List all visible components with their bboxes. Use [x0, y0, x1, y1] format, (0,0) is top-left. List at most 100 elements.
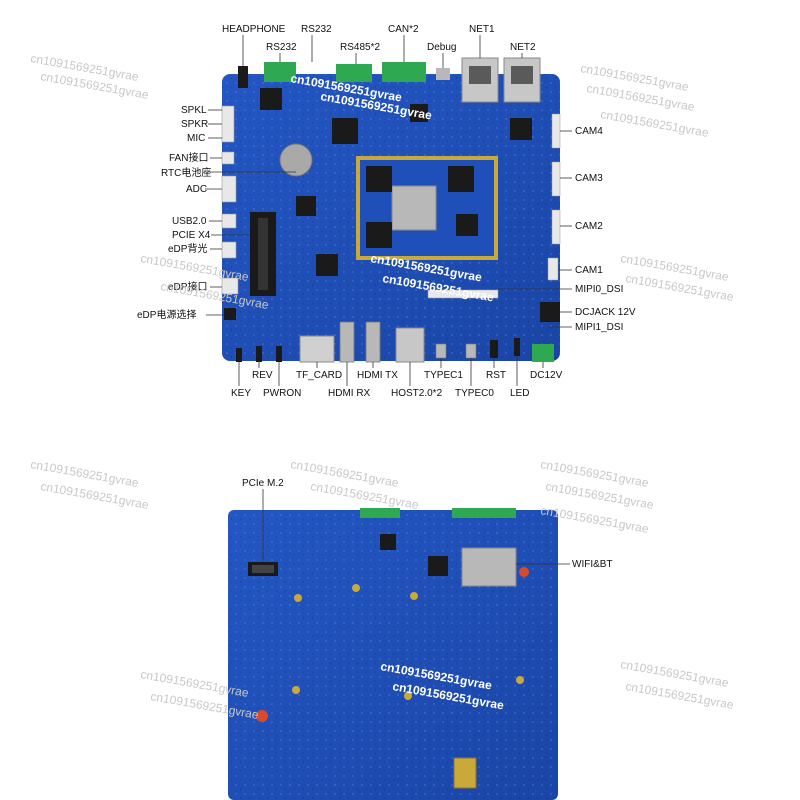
mount-hole-2 [352, 584, 360, 592]
label-mipi1-dsi: MIPI1_DSI [575, 322, 623, 333]
cam2-connector [551, 209, 561, 245]
cam3-connector [551, 161, 561, 197]
mipi0-dsi-connector [427, 289, 499, 299]
mount-hole-5 [404, 692, 412, 700]
headphone-jack [238, 66, 248, 88]
label-net1: NET1 [469, 24, 495, 35]
tf-card-slot [299, 335, 335, 363]
hdmi-rx-port [339, 321, 355, 363]
chip-e [410, 104, 428, 122]
bottom-chip-1 [428, 556, 448, 576]
can-terminal [382, 62, 426, 82]
usb20-header [221, 213, 237, 229]
label-edp-port: eDP接口 [168, 280, 207, 293]
label-cam1: CAM1 [575, 265, 603, 276]
ram-chip-2 [366, 222, 392, 248]
label-wifi-bt: WIFI&BT [572, 559, 613, 570]
label-edp-power: eDP电源选择 [137, 308, 196, 321]
rev-button [256, 346, 262, 362]
mount-hole-3 [410, 592, 418, 600]
mount-hole-1 [294, 594, 302, 602]
debug-port [436, 68, 450, 80]
label-pwron: PWRON [263, 388, 301, 399]
cam4-connector [551, 113, 561, 149]
chip-b [332, 118, 358, 144]
cam1-connector [547, 257, 559, 281]
dc12v-terminal [532, 344, 554, 362]
label-mic: MIC [187, 133, 205, 144]
led-indicator [514, 338, 520, 356]
label-mipi0-dsi: MIPI0_DSI [575, 284, 623, 295]
label-cam2: CAM2 [575, 221, 603, 232]
label-host20: HOST2.0*2 [391, 388, 443, 399]
label-hdmi-rx: HDMI RX [328, 388, 371, 399]
label-typec0: TYPEC0 [455, 388, 494, 399]
label-can: CAN*2 [388, 24, 419, 35]
bottom-top-edge-connectors-2 [452, 508, 516, 518]
bottom-board: PCIe M.2 WIFI&BT [228, 478, 613, 800]
bottom-edge-port [453, 757, 477, 789]
key-button [236, 348, 242, 362]
edp-power-jumper [224, 308, 236, 320]
spk-audio-headers [221, 105, 235, 143]
rtc-battery [279, 143, 313, 177]
label-dcjack: DCJACK 12V [575, 307, 636, 318]
m2-slot-inner [252, 565, 274, 573]
edp-port [221, 277, 239, 295]
label-net2: NET2 [510, 42, 536, 53]
label-rs485: RS485*2 [340, 42, 380, 53]
label-led: LED [510, 388, 529, 399]
pwron-button [276, 346, 282, 362]
label-tf-card: TF_CARD [296, 370, 342, 381]
emmc-chip [448, 166, 474, 192]
bottom-chip-2 [380, 534, 396, 550]
label-headphone: HEADPHONE [222, 24, 286, 35]
label-rs232-top: RS232 [301, 24, 332, 35]
rs232-terminal [264, 62, 296, 82]
label-spkl: SPKL [181, 105, 207, 116]
label-fan: FAN接口 [169, 151, 208, 164]
pcie-x4-slot-inner [258, 218, 268, 290]
typec0-port [465, 343, 477, 359]
net1-jack-inner [469, 66, 491, 84]
bottom-red-dot [256, 710, 268, 722]
label-hdmi-tx: HDMI TX [357, 370, 398, 381]
chip-a [260, 88, 282, 110]
chip-f [510, 118, 532, 140]
label-rst: RST [486, 370, 506, 381]
rst-button [490, 340, 498, 358]
label-debug: Debug [427, 42, 456, 53]
chip-d [316, 254, 338, 276]
mount-hole-4 [292, 686, 300, 694]
label-key: KEY [231, 388, 251, 399]
label-edp-backlight: eDP背光 [168, 242, 207, 255]
chip-c [296, 196, 316, 216]
label-spkr: SPKR [181, 119, 208, 130]
label-rtc: RTC电池座 [161, 166, 211, 179]
fan-header [221, 151, 235, 165]
hdmi-tx-port [365, 321, 381, 363]
label-adc: ADC [186, 184, 207, 195]
bottom-top-edge-connectors [360, 508, 400, 518]
top-board [221, 57, 561, 363]
label-cam4: CAM4 [575, 126, 603, 137]
edp-backlight-header [221, 241, 237, 259]
net2-jack-inner [511, 66, 533, 84]
wifi-bt-module [461, 547, 517, 587]
label-dc12v: DC12V [530, 370, 563, 381]
adc-header [221, 175, 237, 203]
label-typec1: TYPEC1 [424, 370, 463, 381]
ram-chip-1 [366, 166, 392, 192]
dcjack [540, 302, 560, 322]
mount-hole-6 [516, 676, 524, 684]
label-rs232: RS232 [266, 42, 297, 53]
wifi-bt-led [519, 567, 529, 577]
label-pcie-x4: PCIE X4 [172, 230, 211, 241]
typec1-port [435, 343, 447, 359]
label-pcie-m2: PCIe M.2 [242, 478, 284, 489]
host20-ports [395, 327, 425, 363]
rs485-terminal [336, 64, 372, 82]
pmic-chip [456, 214, 478, 236]
label-usb20: USB2.0 [172, 216, 207, 227]
